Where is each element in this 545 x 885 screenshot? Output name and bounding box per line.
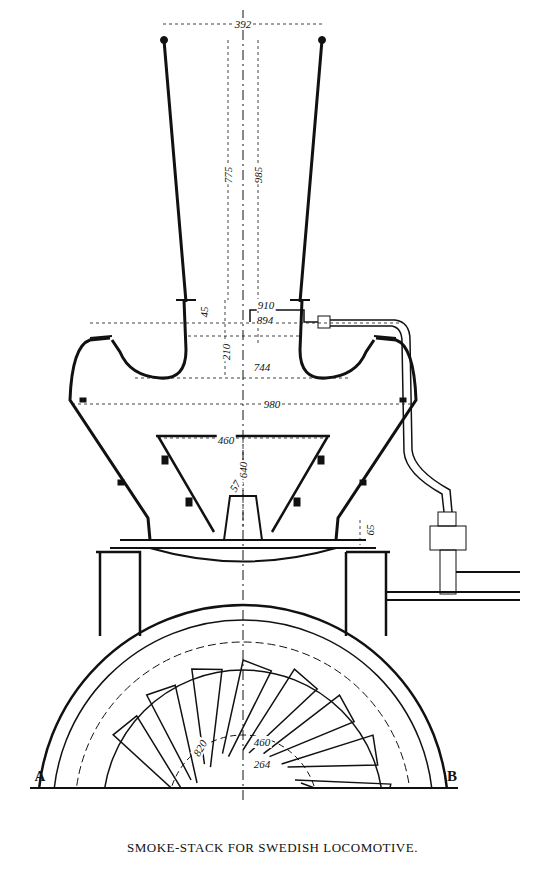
dimension-label: 57 [227,477,244,494]
dimension-label: 210 [220,343,232,362]
dimension-label: 392 [234,18,253,30]
section-letter: A [34,770,47,782]
vane [222,660,271,757]
vane [147,685,197,783]
dimension-label: 985 [252,166,264,185]
dimension-label: 980 [263,398,282,410]
dimension-label: 910 [257,299,276,311]
caption: SMOKE-STACK FOR SWEDISH LOCOMOTIVE. [0,840,545,856]
vane [295,780,391,788]
dimension-label: 460 [253,736,272,748]
dimension-label: 775 [222,166,234,185]
dimension-label: 820 [190,737,210,759]
dimension-label: 744 [253,361,272,373]
dimension-label: 460 [217,434,236,446]
dimension-label: 640 [237,461,249,480]
section-letter: B [446,770,458,782]
vane [264,695,355,756]
dimension-label: 45 [198,306,210,319]
dimension-label: 894 [256,314,275,326]
vane [282,735,378,767]
dimension-label: 264 [253,758,272,770]
vane [113,716,190,788]
dimension-label: 65 [364,524,376,537]
